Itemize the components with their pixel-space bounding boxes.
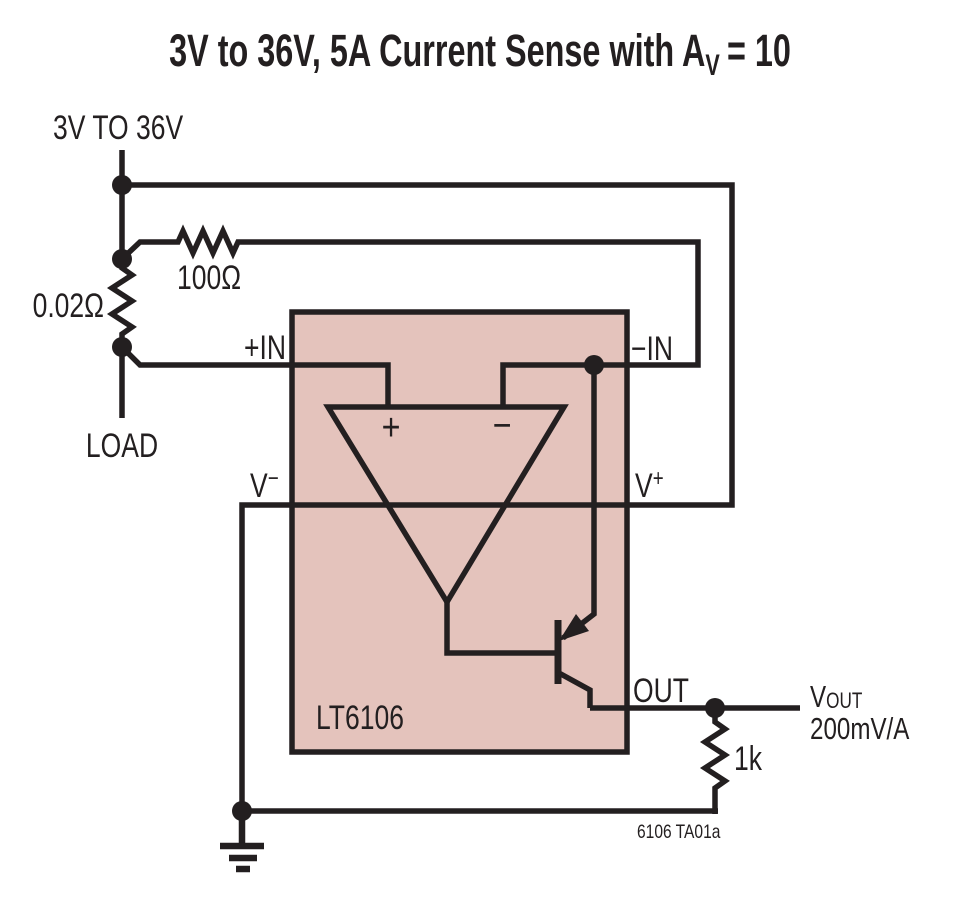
- pin-v-plus-label: V+: [635, 465, 664, 505]
- pin-minus-in-label: −IN: [631, 330, 673, 368]
- junction-dot: [112, 175, 132, 195]
- vout-scale-label: 200mV/A: [810, 711, 910, 746]
- load-label: LOAD: [86, 427, 158, 465]
- junction-dot: [584, 355, 604, 375]
- junction-dot: [705, 698, 725, 718]
- resistor-rin-and-minus-in-wire: [120, 224, 701, 407]
- vout-label: VOUT: [810, 679, 862, 714]
- wire-plus-in: [120, 345, 391, 407]
- wire-supply-rail: [122, 182, 735, 814]
- pin-v-minus-label: V−: [250, 465, 279, 505]
- output-resistor-value: 1k: [734, 740, 763, 778]
- input-resistor-value: 100Ω: [177, 259, 241, 297]
- junction-group: [112, 175, 725, 821]
- vout-subscript: OUT: [826, 689, 862, 714]
- opamp-plus-input-sign: +: [382, 407, 401, 449]
- v-plus-superscript: +: [653, 465, 664, 492]
- vout-base: V: [810, 679, 827, 714]
- title-equals: = 10: [727, 27, 791, 76]
- resistor-rout-symbol: [699, 708, 731, 814]
- title-gain-subscript: V: [705, 47, 720, 81]
- v-minus-base: V: [250, 467, 268, 505]
- wire-group: [106, 150, 800, 873]
- pin-plus-in-label: +IN: [244, 329, 286, 367]
- opamp-triangle: [323, 404, 569, 608]
- ic-body: [289, 309, 630, 755]
- figure-id-label: 6106 TA01a: [637, 821, 721, 843]
- ground-symbol: [220, 811, 264, 873]
- pin-out-label: OUT: [633, 672, 689, 710]
- sense-resistor-value: 0.02Ω: [33, 287, 104, 325]
- v-plus-base: V: [635, 467, 653, 505]
- wire-transistor-collector: [557, 670, 593, 708]
- ic-name-label: LT6106: [316, 699, 404, 737]
- opamp-minus-input-sign: −: [493, 405, 512, 447]
- transistor-emitter-arrow-icon: [559, 614, 589, 641]
- resistor-sense-symbol: [106, 259, 138, 350]
- junction-dot: [112, 249, 132, 269]
- page-title: 3V to 36V, 5A Current Sense with AV= 10: [169, 27, 791, 82]
- label-group: 3V to 36V, 5A Current Sense with AV= 10 …: [33, 27, 910, 842]
- supply-label: 3V TO 36V: [53, 109, 184, 147]
- v-minus-superscript: −: [268, 465, 279, 492]
- wire-opamp-to-base: [444, 601, 555, 656]
- junction-dot: [112, 337, 132, 357]
- title-main: 3V to 36V, 5A Current Sense with A: [169, 27, 705, 76]
- junction-dot: [232, 801, 252, 821]
